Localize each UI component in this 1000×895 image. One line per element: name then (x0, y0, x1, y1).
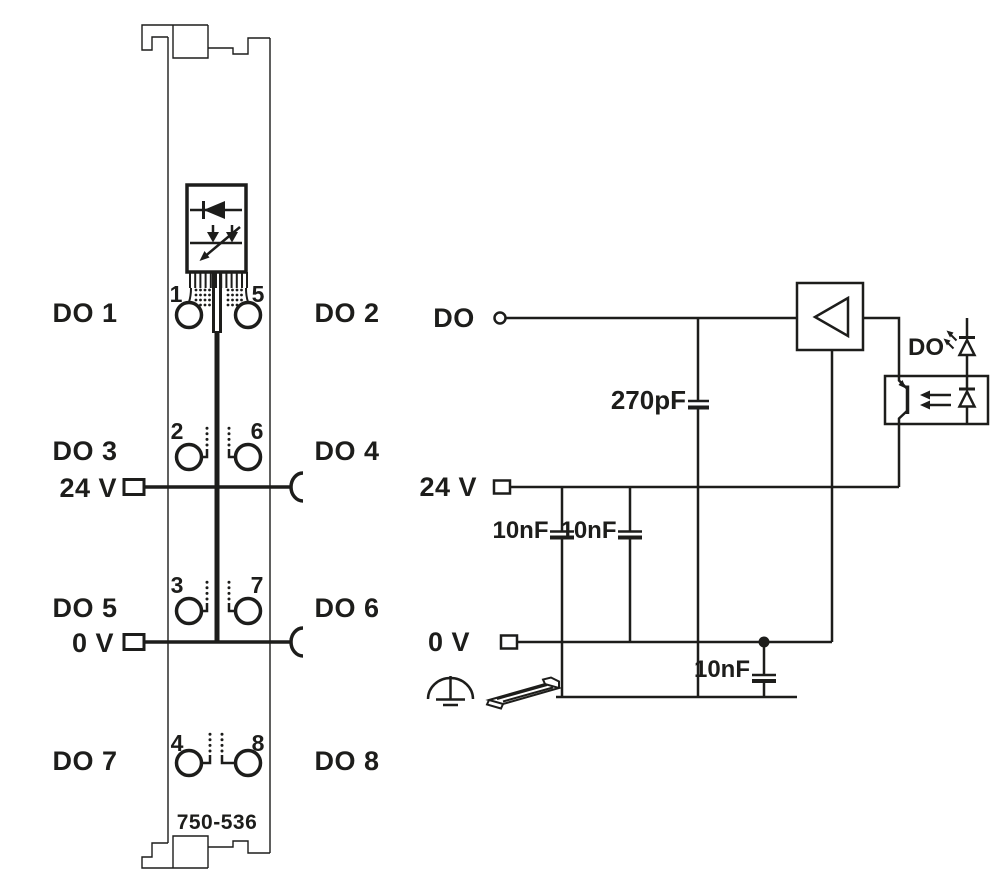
module-supply-label: 24 V (59, 473, 117, 503)
supply-terminal-square (122, 478, 146, 496)
functional-earth-icon (426, 676, 475, 707)
internal-bus-double-line (212, 272, 222, 333)
capacitor-10nf-1: 10nF (492, 487, 574, 697)
terminal-contact-5 (233, 300, 263, 330)
module-ground-row: 0 V (72, 626, 304, 658)
diode-symbol-icon (190, 201, 242, 219)
module-supply-row: 24 V (59, 471, 304, 503)
optocoupler (883, 374, 990, 426)
ground-terminal-square (122, 633, 146, 651)
capacitor-10nf-2-label: 10nF (560, 517, 616, 544)
terminal-row-4: 4 8 (171, 730, 265, 778)
do-terminal-circle (493, 311, 507, 325)
light-transfer-arrows-icon (920, 390, 951, 410)
schematic-ground-label: 0 V (428, 627, 470, 657)
schematic-supply-rail: 24 V (419, 472, 899, 502)
capacitor-10nf-1-label: 10nF (492, 517, 548, 544)
schematic-output-label: DO (433, 303, 475, 333)
capacitor-270pf: 270pF (611, 318, 709, 697)
phototransistor-icon (897, 376, 910, 424)
capacitor-10nf-2: 10nF (560, 487, 642, 642)
terminal-contact-7 (233, 596, 263, 626)
terminal-number-8: 8 (252, 730, 265, 756)
led-emission-arrows-icon (943, 330, 958, 350)
terminal-row-2: 2 6 (171, 418, 264, 472)
terminal-contact-1 (174, 300, 204, 330)
led-block-box (185, 183, 248, 274)
channel-label-do4: DO 4 (314, 436, 379, 466)
module-top-latch-profile (141, 24, 270, 59)
led-indicator-block (185, 183, 248, 288)
comb-to-terminal-links (188, 287, 249, 303)
terminal-number-4: 4 (171, 730, 184, 756)
terminal-contact-3 (174, 596, 204, 626)
terminal-number-7: 7 (251, 572, 264, 598)
channel-label-do6: DO 6 (314, 593, 379, 623)
terminal-contact-2 (174, 442, 204, 472)
terminal-contact-6 (233, 442, 263, 472)
amplifier-output-line (863, 316, 901, 376)
terminal-number-1: 1 (170, 281, 183, 307)
connector-comb (189, 272, 248, 288)
channel-label-do5: DO 5 (52, 593, 117, 623)
supply-terminal-icon (492, 479, 512, 495)
schematic-ground-rail: 0 V (428, 627, 832, 657)
capacitor-10nf-3: 10nF (694, 642, 776, 697)
terminal-number-6: 6 (251, 418, 264, 444)
terminal-number-3: 3 (171, 572, 184, 598)
status-led: DO (908, 318, 977, 376)
channel-label-do3: DO 3 (52, 436, 117, 466)
ground-terminal-icon (499, 634, 519, 650)
schematic-supply-label: 24 V (419, 472, 477, 502)
part-number: 750-536 (177, 811, 258, 834)
status-led-label: DO (908, 334, 944, 361)
channel-label-do8: DO 8 (314, 746, 379, 776)
optocoupler-led-icon (957, 376, 977, 424)
capacitor-270pf-label: 270pF (611, 385, 686, 415)
terminal-number-5: 5 (252, 281, 265, 307)
channel-label-do7: DO 7 (52, 746, 117, 776)
terminal-number-2: 2 (171, 418, 184, 444)
terminal-row-1: 1 5 (170, 281, 265, 330)
module-ground-label: 0 V (72, 628, 114, 658)
din-rail-icon (485, 676, 563, 710)
led-symbol-icon (190, 225, 242, 261)
channel-label-do1: DO 1 (52, 298, 117, 328)
capacitor-10nf-3-label: 10nF (694, 656, 750, 683)
circuit-schematic: DO 270pF DO (419, 281, 990, 710)
channel-label-do2: DO 2 (314, 298, 379, 328)
driver-amplifier (795, 281, 865, 352)
terminal-row-3: 3 7 (171, 572, 264, 626)
module-bottom-latch-profile (141, 835, 270, 869)
supply-spring-contact-icon (289, 471, 304, 503)
io-module: 1 5 2 6 24 V 3 7 (52, 24, 379, 869)
ground-spring-contact-icon (289, 626, 304, 658)
amplifier-triangle-icon (812, 295, 850, 339)
amplifier-box (795, 281, 865, 352)
internal-connection-dots-row1-left (194, 288, 211, 308)
